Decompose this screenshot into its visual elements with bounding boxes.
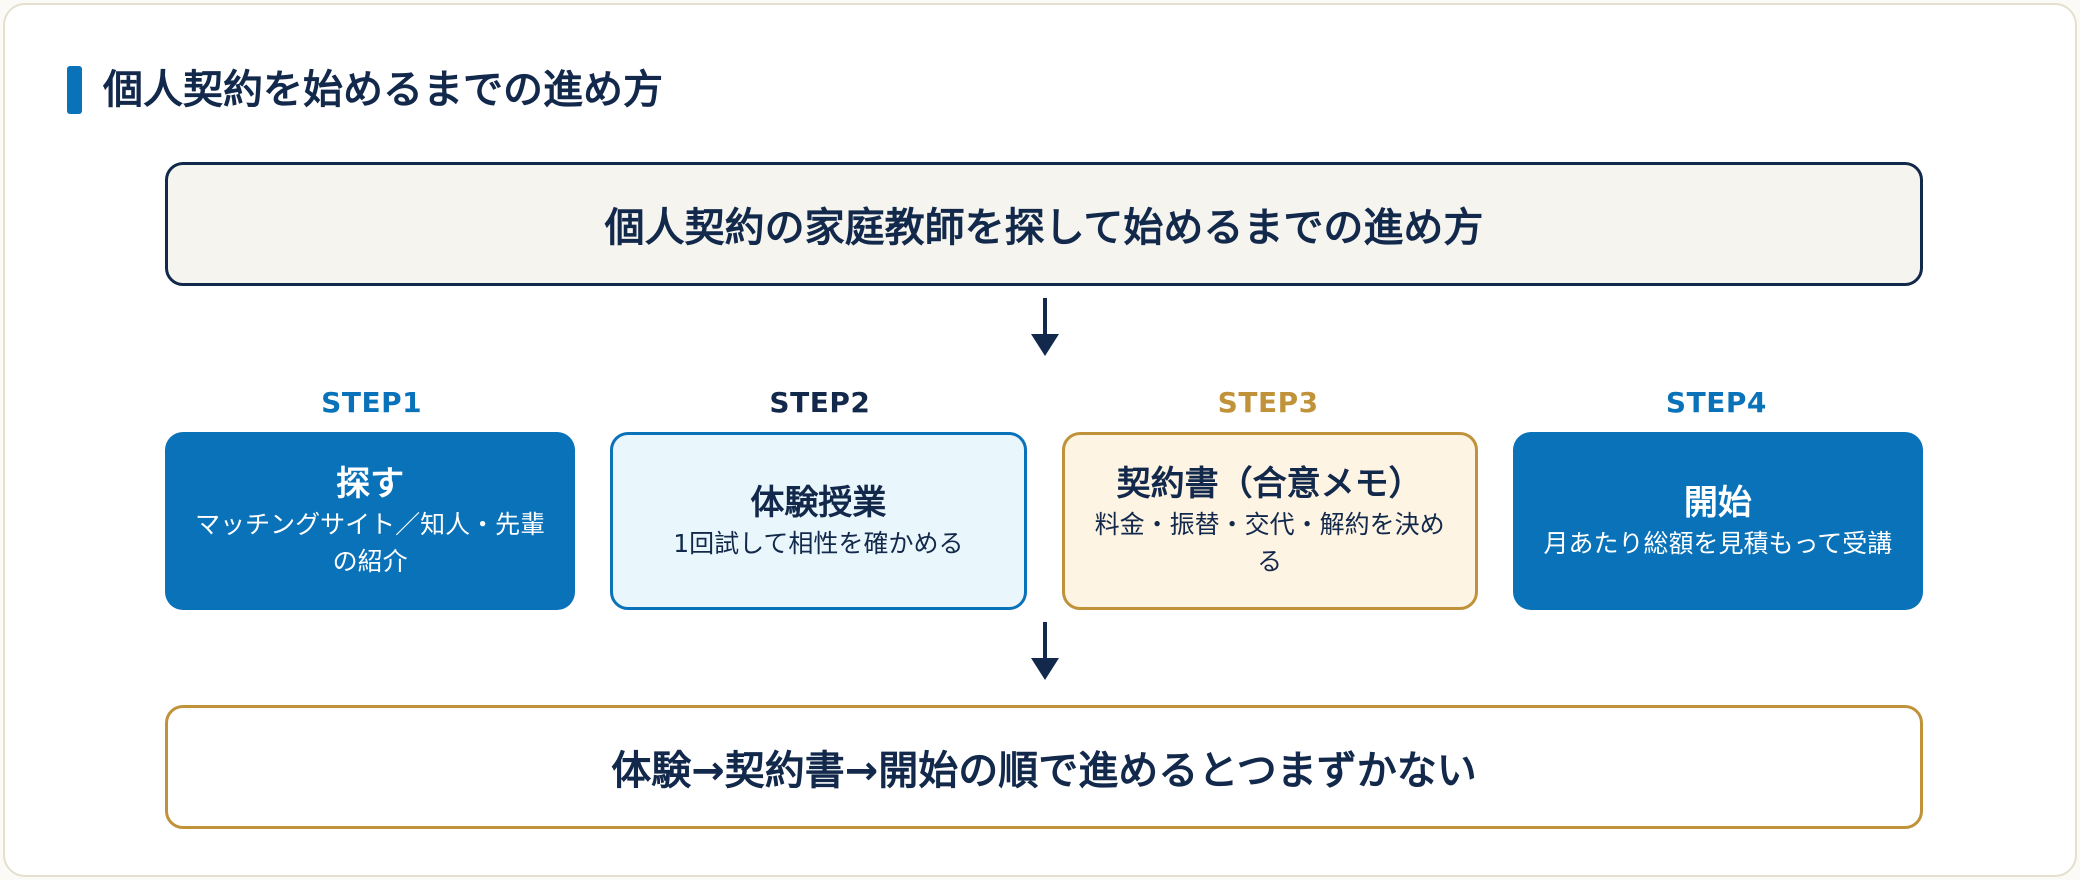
arrow-head [1031,334,1059,356]
arrow-head [1031,658,1059,680]
step-label-3: STEP3 [1217,386,1319,419]
title-accent-bar-icon [67,66,82,114]
step-label-2: STEP2 [769,386,871,419]
step-label-4: STEP4 [1665,386,1767,419]
step-title: 契約書（合意メモ） [1116,464,1423,504]
step-box-4: 開始 月あたり総額を見積もって受講 [1512,432,1923,610]
step-description: マッチングサイト／知人・先輩の紹介 [195,510,546,576]
step-title: 開始 [1683,482,1752,523]
down-arrow-icon [1031,622,1059,680]
steps-row: 探す マッチングサイト／知人・先輩の紹介 体験授業 1回試して相性を確かめる 契… [165,432,1923,610]
step-description: 1回試して相性を確かめる [673,528,964,558]
down-arrow-icon [1031,298,1059,356]
arrow-shaft [1043,622,1047,662]
step-title: 探す [336,464,405,504]
summary-box: 体験→契約書→開始の順で進めるとつまずかない [165,705,1923,829]
step-labels-row: STEP1 STEP2 STEP3 STEP4 [165,383,1923,423]
step-box-1: 探す マッチングサイト／知人・先輩の紹介 [165,432,576,610]
summary-text: 体験→契約書→開始の順で進めるとつまずかない [611,748,1477,794]
overview-box: 個人契約の家庭教師を探して始めるまでの進め方 [165,162,1923,286]
diagram-card: 個人契約を始めるまでの進め方 個人契約の家庭教師を探して始めるまでの進め方 ST… [3,3,2077,877]
overview-text: 個人契約の家庭教師を探して始めるまでの進め方 [604,205,1484,251]
step-box-3: 契約書（合意メモ） 料金・振替・交代・解約を決める [1061,432,1478,610]
step-box-2: 体験授業 1回試して相性を確かめる [610,432,1027,610]
page-title: 個人契約を始めるまでの進め方 [103,67,663,113]
step-description: 料金・振替・交代・解約を決める [1094,510,1445,576]
step-label-1: STEP1 [321,386,423,419]
step-title: 体験授業 [750,482,887,523]
step-description: 月あたり総額を見積もって受講 [1543,528,1893,558]
arrow-shaft [1043,298,1047,338]
